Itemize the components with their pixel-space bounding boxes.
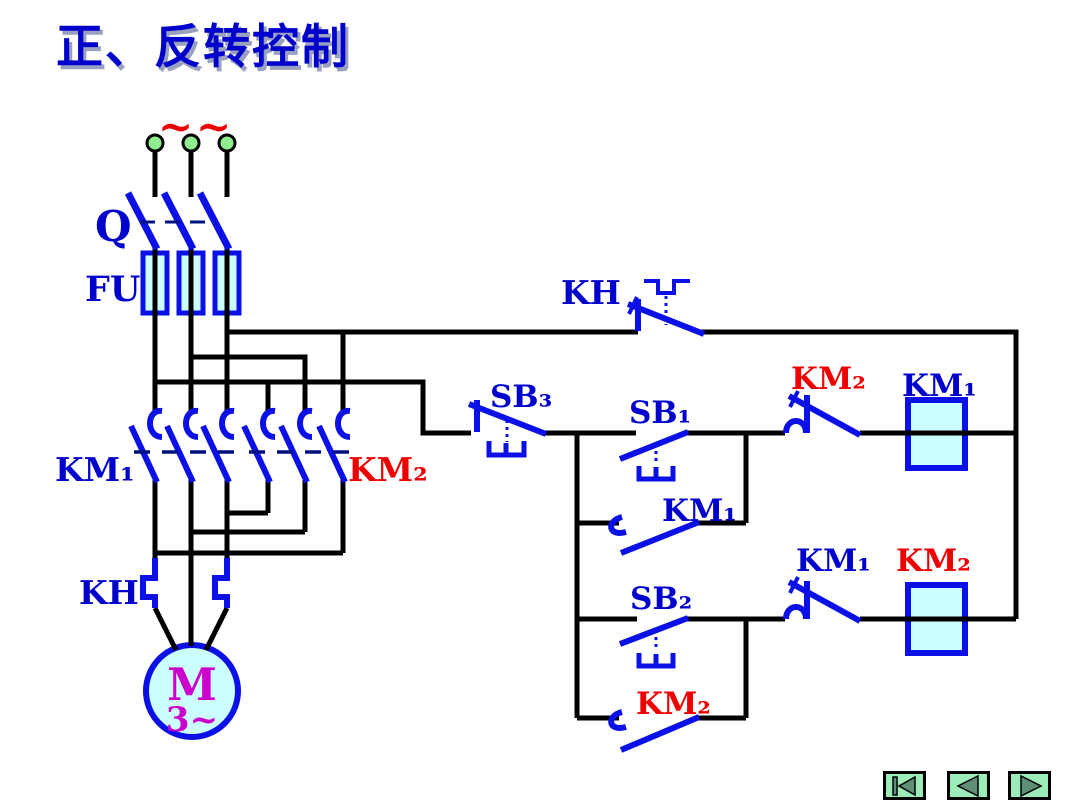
first-slide-icon bbox=[891, 775, 916, 796]
switch-q-label: Q bbox=[95, 202, 132, 251]
power-wires bbox=[152, 151, 1019, 652]
kh-heater-label: KH bbox=[79, 573, 139, 612]
km2-seal-contact bbox=[608, 709, 701, 753]
km2-coil-label: KM₂ bbox=[896, 543, 971, 579]
km2-interlock-label: KM₂ bbox=[791, 361, 866, 397]
thermal-relay-heaters bbox=[140, 558, 230, 608]
sb2-label: SB₂ bbox=[630, 581, 692, 617]
previous-slide-icon bbox=[955, 774, 979, 797]
fuse-fu-label: FU bbox=[85, 269, 140, 310]
nav-first-slide-button[interactable] bbox=[883, 771, 926, 800]
next-slide-icon bbox=[1019, 774, 1043, 797]
nav-previous-slide-button[interactable] bbox=[947, 771, 990, 800]
km2-seal-label: KM₂ bbox=[636, 686, 711, 722]
km1-seal-contact bbox=[608, 514, 701, 556]
page-title: 正、反转控制 bbox=[56, 20, 350, 75]
motor-m-label: M bbox=[167, 658, 217, 711]
motor-phase-label: 3~ bbox=[166, 700, 218, 740]
knife-switch-q bbox=[124, 191, 233, 251]
sb3-stop-button bbox=[467, 400, 548, 458]
nav-next-slide-button[interactable] bbox=[1008, 771, 1051, 800]
kh-nc-contact bbox=[626, 279, 706, 337]
km2-interlock-contact bbox=[783, 390, 862, 438]
km1-main-contacts bbox=[128, 408, 246, 484]
sb3-label: SB₃ bbox=[490, 379, 552, 415]
phase-tilde-mark: ~ bbox=[158, 102, 193, 151]
kh-contact-label: KH bbox=[561, 273, 621, 312]
sb2-start-button bbox=[618, 615, 690, 669]
control-wires bbox=[545, 430, 1016, 721]
km1-coil-label: KM₁ bbox=[902, 368, 977, 404]
km1-main-label: KM₁ bbox=[55, 450, 135, 489]
sb1-label: SB₁ bbox=[629, 395, 691, 431]
supply-terminals bbox=[145, 133, 237, 153]
km1-interlock-label: KM₁ bbox=[796, 543, 871, 579]
km2-main-label: KM₂ bbox=[348, 450, 428, 489]
km1-interlock-contact bbox=[783, 576, 862, 624]
km1-seal-label: KM₁ bbox=[662, 493, 737, 529]
phase-tilde-mark: ~ bbox=[196, 102, 231, 151]
km2-main-contacts bbox=[241, 408, 354, 484]
sb1-start-button bbox=[618, 429, 690, 482]
